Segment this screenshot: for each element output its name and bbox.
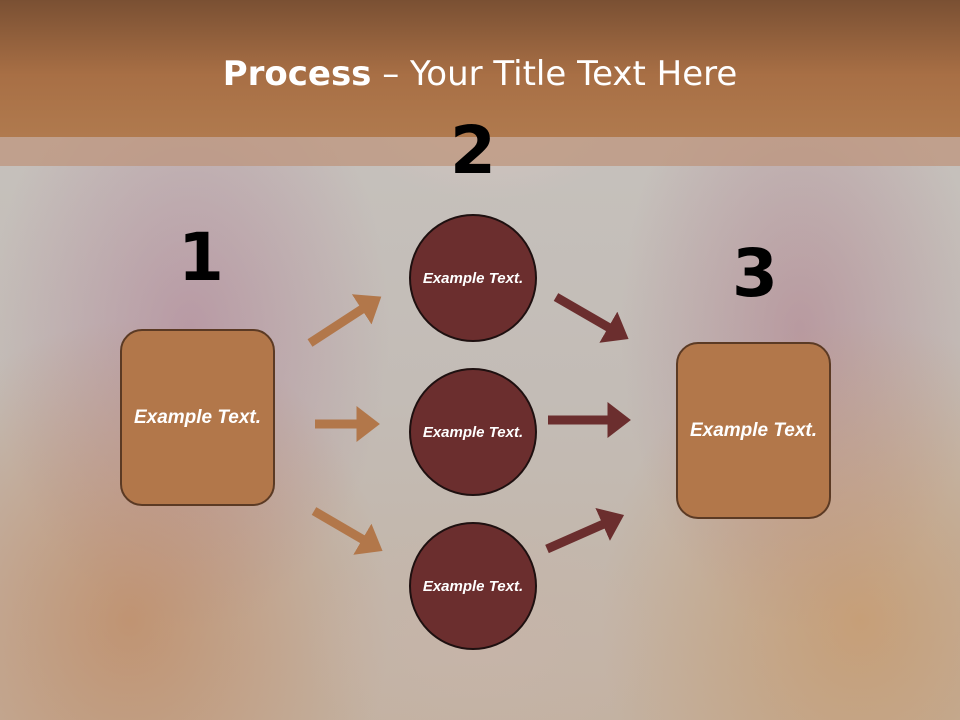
arrow-right-up-icon xyxy=(307,294,382,347)
title-banner xyxy=(0,0,960,137)
slide-title-bold: Process xyxy=(222,54,372,94)
circle-node-middle-text: Example Text. xyxy=(422,423,524,441)
circle-node-bottom-text: Example Text. xyxy=(422,577,524,595)
step-box-1-text: Example Text. xyxy=(133,407,262,428)
slide-title-rest: – Your Title Text Here xyxy=(371,54,738,94)
arrow-right-down-dark-icon xyxy=(553,293,629,343)
circle-node-bottom: Example Text. xyxy=(409,522,537,650)
arrow-right-up-dark-icon xyxy=(545,507,625,554)
step-number-2: 2 xyxy=(450,112,496,189)
slide-title: Process – Your Title Text Here xyxy=(0,52,960,96)
step-box-3-text: Example Text. xyxy=(689,420,818,441)
circle-node-top: Example Text. xyxy=(409,214,537,342)
step-box-3: Example Text. xyxy=(676,342,831,519)
title-banner-strip xyxy=(0,137,960,166)
step-number-1: 1 xyxy=(178,219,224,296)
circle-node-top-text: Example Text. xyxy=(422,269,524,287)
step-number-3: 3 xyxy=(732,235,778,312)
circle-node-middle: Example Text. xyxy=(409,368,537,496)
arrow-right-down-icon xyxy=(311,507,383,555)
step-box-1: Example Text. xyxy=(120,329,275,506)
